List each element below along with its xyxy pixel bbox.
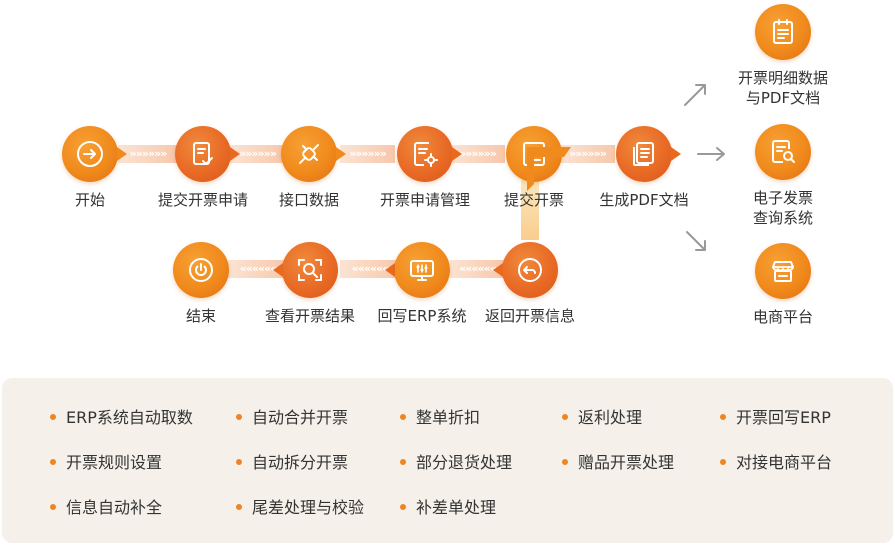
node-label: 返回开票信息 bbox=[484, 307, 575, 325]
node-submit-invoice: 提交开票 bbox=[474, 126, 594, 210]
connector: »»»»»» bbox=[560, 145, 615, 163]
node-label: 结束 bbox=[185, 307, 216, 325]
monitor-sliders-icon bbox=[385, 242, 450, 298]
node-submit-invoice-request: 提交开票申请 bbox=[143, 126, 263, 210]
node-label: 接口数据 bbox=[278, 191, 339, 209]
output-label: 查询系统 bbox=[752, 209, 813, 227]
plug-icon bbox=[281, 126, 346, 182]
output-arrows bbox=[684, 84, 725, 251]
feature-item: 部分退货处理 bbox=[400, 452, 512, 474]
output-einvoice-query: 电子发票 查询系统 bbox=[723, 124, 843, 228]
checklist-icon bbox=[506, 126, 571, 191]
node-invoice-request-mgmt: 开票申请管理 bbox=[365, 126, 485, 210]
document-gear-icon bbox=[397, 126, 462, 182]
node-label: 开始 bbox=[74, 191, 105, 209]
node-interface-data: 接口数据 bbox=[249, 126, 369, 210]
connector: »»»»»» bbox=[450, 145, 505, 163]
node-write-back-erp: 回写ERP系统 bbox=[362, 242, 482, 326]
feature-item: 赠品开票处理 bbox=[562, 452, 674, 474]
feature-item: 补差单处理 bbox=[400, 497, 496, 519]
scan-search-icon bbox=[273, 242, 338, 298]
feature-item: 自动合并开票 bbox=[236, 407, 348, 429]
output-label: 电子发票 bbox=[752, 189, 813, 207]
feature-panel: ERP系统自动取数 自动合并开票 整单折扣 返利处理 开票回写ERP 开票规则设… bbox=[2, 378, 893, 543]
power-icon bbox=[173, 242, 229, 298]
feature-item: 返利处理 bbox=[562, 407, 642, 429]
node-label: 回写ERP系统 bbox=[377, 307, 467, 325]
document-check-icon bbox=[175, 126, 240, 182]
output-label: 开票明细数据 bbox=[737, 69, 828, 87]
connector-vertical bbox=[521, 180, 539, 240]
feature-item: 尾差处理与校验 bbox=[236, 497, 364, 519]
feature-item: 信息自动补全 bbox=[50, 497, 162, 519]
output-label: 与PDF文档 bbox=[745, 89, 821, 107]
node-view-invoice-result: 查看开票结果 bbox=[250, 242, 370, 326]
node-label: 生成PDF文档 bbox=[599, 191, 689, 209]
feature-item: 整单折扣 bbox=[400, 407, 480, 429]
feature-item: 对接电商平台 bbox=[720, 452, 832, 474]
connector: »»»»»» bbox=[230, 145, 285, 163]
node-label: 提交开票 bbox=[503, 191, 564, 209]
output-details-pdf: 开票明细数据 与PDF文档 bbox=[723, 4, 843, 108]
document-search-icon bbox=[755, 124, 811, 180]
output-label: 电商平台 bbox=[752, 308, 813, 326]
output-ecommerce: 电商平台 bbox=[723, 243, 843, 327]
documents-icon bbox=[616, 126, 681, 182]
node-label: 提交开票申请 bbox=[157, 191, 248, 209]
feature-item: ERP系统自动取数 bbox=[50, 407, 193, 429]
connector: «««««« bbox=[450, 260, 505, 278]
node-label: 查看开票结果 bbox=[264, 307, 355, 325]
node-end: 结束 bbox=[141, 242, 261, 326]
clipboard-list-icon bbox=[755, 4, 811, 60]
connector: »»»»»» bbox=[340, 145, 395, 163]
feature-item: 自动拆分开票 bbox=[236, 452, 348, 474]
feature-item: 开票规则设置 bbox=[50, 452, 162, 474]
node-start: 开始 bbox=[30, 126, 150, 210]
return-arrow-icon bbox=[493, 242, 558, 298]
connector: »»»»»» bbox=[118, 145, 178, 163]
arrow-right-circle-icon bbox=[62, 126, 127, 182]
node-generate-pdf: 生成PDF文档 bbox=[584, 126, 704, 210]
storefront-icon bbox=[755, 243, 811, 299]
node-return-invoice-info: 返回开票信息 bbox=[470, 242, 590, 326]
feature-item: 开票回写ERP bbox=[720, 407, 831, 429]
node-label: 开票申请管理 bbox=[379, 191, 470, 209]
